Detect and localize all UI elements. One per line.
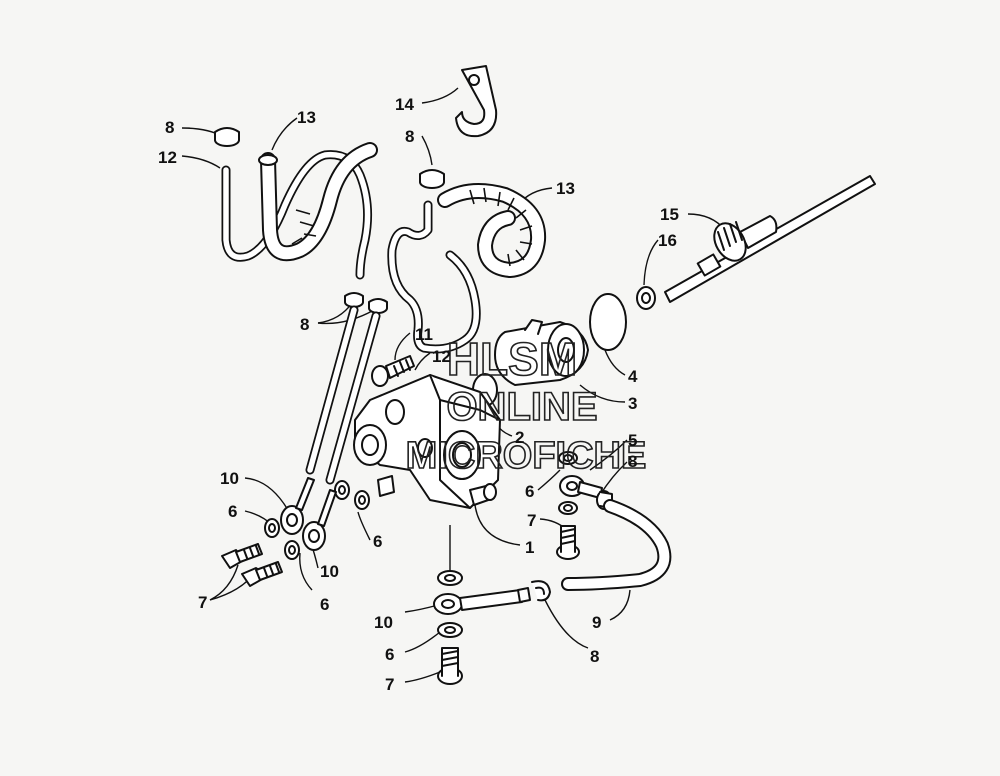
line-to-banjo-right xyxy=(325,311,381,485)
housing-3 xyxy=(494,319,589,386)
shaft-15 xyxy=(664,175,876,303)
callout-7: 7 xyxy=(385,675,394,694)
callout-13: 13 xyxy=(297,108,316,127)
callout-8: 8 xyxy=(300,315,309,334)
callout-8: 8 xyxy=(405,127,414,146)
callout-10: 10 xyxy=(320,562,339,581)
line-to-banjo-left xyxy=(305,305,359,475)
callout-4: 4 xyxy=(628,367,638,386)
callout-16: 16 xyxy=(658,231,677,250)
washer-6-right xyxy=(558,451,578,465)
o-ring-4 xyxy=(589,293,627,351)
washer-6-pump-b xyxy=(354,490,370,510)
hose-13-right xyxy=(437,183,547,278)
washer-6-pump-a xyxy=(334,480,350,500)
bolt-7-left-b xyxy=(241,561,283,587)
callout-6: 6 xyxy=(525,482,534,501)
banjo-fitting-10-left-b xyxy=(302,489,337,551)
bolt-7-left-a xyxy=(221,543,263,569)
callout-12: 12 xyxy=(432,347,451,366)
clamp-8-lower xyxy=(531,580,551,602)
washer-6-left-a xyxy=(264,518,280,538)
washer-6-right-lower xyxy=(558,501,578,515)
callout-2: 2 xyxy=(515,428,524,447)
callout-10: 10 xyxy=(374,613,393,632)
washer-6-left-b xyxy=(284,540,300,560)
callout-6: 6 xyxy=(385,645,394,664)
callout-13: 13 xyxy=(556,179,575,198)
bolt-11 xyxy=(371,355,415,387)
callout-7: 7 xyxy=(198,593,207,612)
watermark-line-3: MICROFICHE xyxy=(406,435,647,477)
callout-6: 6 xyxy=(373,532,382,551)
callout-11: 11 xyxy=(415,325,433,344)
callout-labels: 14 8 13 12 8 13 15 16 8 11 12 4 3 2 5 8 … xyxy=(158,95,679,694)
callout-7: 7 xyxy=(527,511,536,530)
washer-16 xyxy=(636,286,656,310)
callout-8: 8 xyxy=(165,118,174,137)
hose-12-upper xyxy=(221,150,373,280)
callout-8: 8 xyxy=(628,452,637,471)
callout-6: 6 xyxy=(228,502,237,521)
clamp-8-top-center xyxy=(419,169,445,189)
callout-3: 3 xyxy=(628,394,637,413)
hose-12-right xyxy=(387,200,481,354)
banjo-fitting-10-center xyxy=(433,587,531,615)
bolt-7-lower xyxy=(437,647,463,685)
washer-6-lower xyxy=(437,622,463,638)
callout-5: 5 xyxy=(628,431,637,450)
callout-15: 15 xyxy=(660,205,679,224)
callout-10: 10 xyxy=(220,469,239,488)
watermark-line-1: HLSM xyxy=(447,333,577,385)
hose-13-upper xyxy=(258,142,378,262)
callout-8: 8 xyxy=(590,647,599,666)
washer-6-center xyxy=(437,570,463,586)
clip-14 xyxy=(455,65,498,138)
callout-1: 1 xyxy=(525,538,534,557)
clamp-8-mid-left xyxy=(344,292,364,308)
callout-12: 12 xyxy=(158,148,177,167)
hose-9 xyxy=(561,499,672,591)
callout-6: 6 xyxy=(320,595,329,614)
callout-9: 9 xyxy=(592,613,601,632)
watermark: HLSM ONLINE MICROFICHE xyxy=(405,332,647,478)
banjo-fitting-10-left-a xyxy=(280,477,315,535)
banjo-fitting-5 xyxy=(559,475,603,499)
pump-body-1 xyxy=(353,374,501,509)
clamp-8-mid-right xyxy=(368,298,388,314)
clamp-8-top-left xyxy=(214,127,240,147)
bolt-7-right xyxy=(556,525,580,560)
watermark-line-2: ONLINE xyxy=(446,385,597,429)
callout-14: 14 xyxy=(395,95,414,114)
